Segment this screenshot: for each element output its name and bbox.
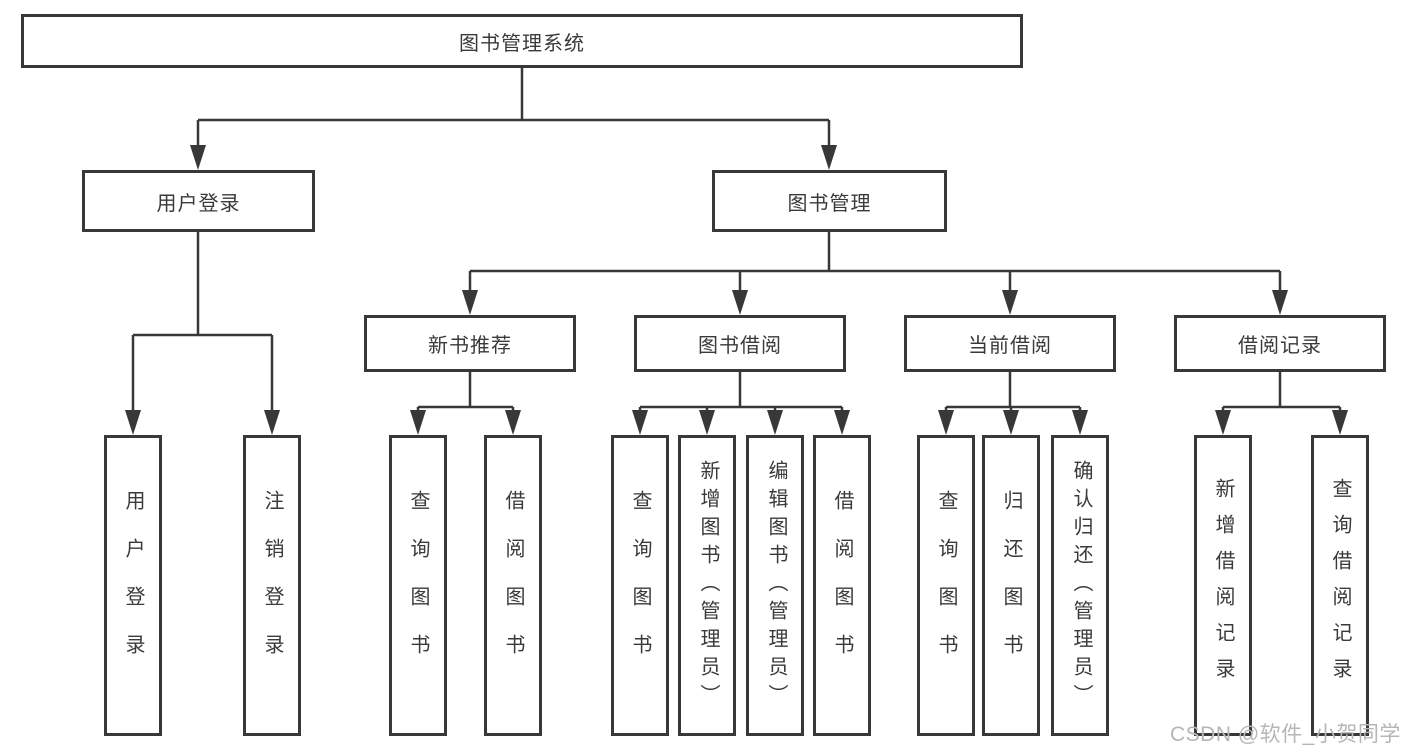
leaf-edit-book-admin: 编辑图书（管理员） — [746, 435, 804, 736]
csdn-watermark: CSDN @软件_小贺同学 — [1170, 723, 1401, 746]
node-new-book-recommendation: 新书推荐 — [364, 315, 576, 372]
leaf-add-book-admin: 新增图书（管理员） — [678, 435, 736, 736]
leaf-user-login: 用户登录 — [104, 435, 162, 736]
node-borrowing-records: 借阅记录 — [1174, 315, 1386, 372]
leaf-borrow-books-recommend: 借阅图书 — [484, 435, 542, 736]
leaf-query-books-borrowing: 查询图书 — [611, 435, 669, 736]
leaf-query-books-current: 查询图书 — [917, 435, 975, 736]
leaf-query-books-recommend: 查询图书 — [389, 435, 447, 736]
leaf-borrow-books-borrowing: 借阅图书 — [813, 435, 871, 736]
node-book-management-system: 图书管理系统 — [21, 14, 1023, 68]
node-current-borrowing: 当前借阅 — [904, 315, 1116, 372]
node-user-login-branch: 用户登录 — [82, 170, 315, 232]
leaf-add-borrow-record: 新增借阅记录 — [1194, 435, 1252, 736]
leaf-return-books: 归还图书 — [982, 435, 1040, 736]
leaf-query-borrow-record: 查询借阅记录 — [1311, 435, 1369, 736]
node-book-borrowing: 图书借阅 — [634, 315, 846, 372]
node-book-management-branch: 图书管理 — [712, 170, 947, 232]
leaf-confirm-return-admin: 确认归还（管理员） — [1051, 435, 1109, 736]
leaf-logout: 注销登录 — [243, 435, 301, 736]
